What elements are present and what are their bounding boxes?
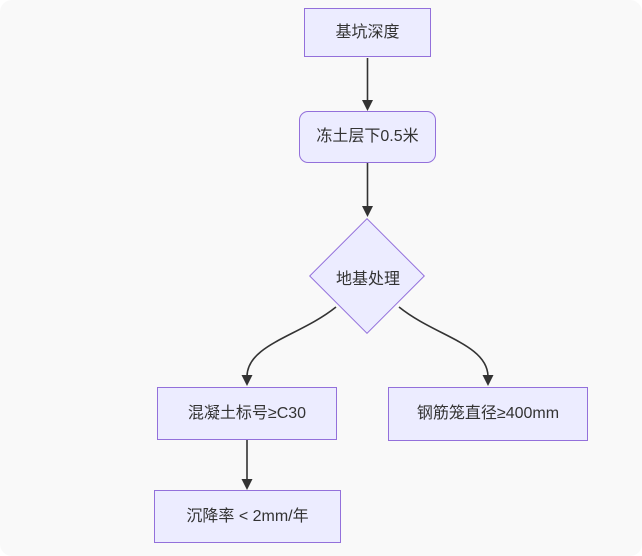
arrowhead-icon bbox=[362, 100, 373, 111]
node-foundation-treatment: 地基处理 bbox=[309, 218, 427, 336]
node-label: 地基处理 bbox=[335, 271, 400, 288]
arrowhead-icon bbox=[241, 375, 253, 386]
node-label: 基坑深度 bbox=[335, 23, 400, 41]
arrowhead-icon bbox=[482, 375, 494, 386]
node-settlement-rate: 沉降率 < 2mm/年 bbox=[154, 490, 341, 543]
node-label: 钢筋笼直径≥400mm bbox=[416, 405, 560, 423]
edge-foundation-concrete bbox=[246, 306, 337, 377]
arrowhead-icon bbox=[362, 206, 373, 217]
node-concrete-grade: 混凝土标号≥C30 bbox=[157, 387, 337, 440]
node-frost-layer: 冻土层下0.5米 bbox=[299, 111, 436, 163]
arrowhead-icon bbox=[241, 479, 253, 490]
node-rebar-cage-diameter: 钢筋笼直径≥400mm bbox=[388, 387, 588, 441]
node-label: 沉降率 < 2mm/年 bbox=[186, 507, 309, 525]
node-label: 冻土层下0.5米 bbox=[316, 128, 419, 146]
node-pit-depth: 基坑深度 bbox=[304, 8, 431, 57]
edge-foundation-rebar bbox=[398, 306, 489, 377]
node-label: 混凝土标号≥C30 bbox=[187, 404, 307, 422]
